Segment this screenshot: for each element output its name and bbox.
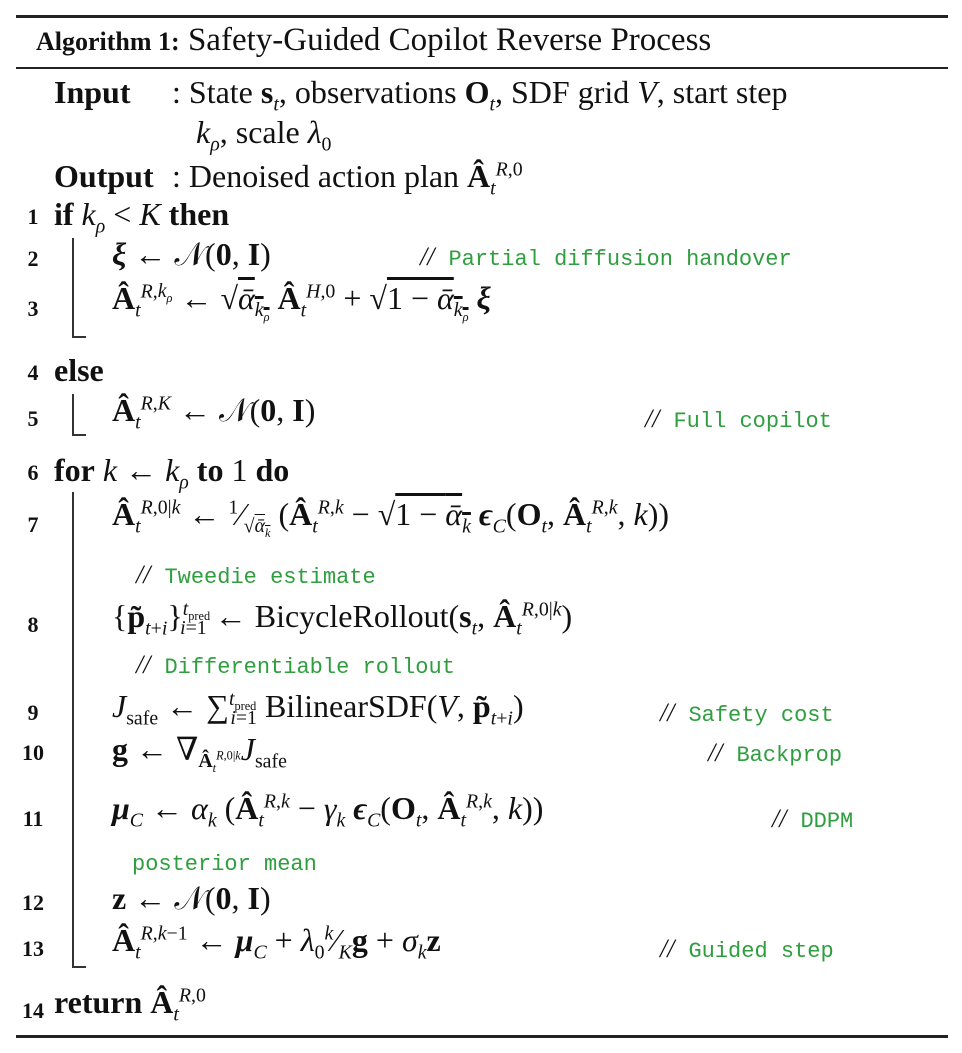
input-label: Input [54, 74, 131, 110]
line-10-code: g ← ∇ÂtR,0|kJsafe [112, 731, 287, 776]
input-text-1: : State st, observations Ot, SDF grid V,… [172, 74, 788, 116]
if-block-bar [72, 238, 74, 338]
line-2-comment: //Partial diffusion handover [420, 242, 792, 272]
line-number-7: 7 [27, 512, 39, 537]
for-block-foot [72, 966, 86, 968]
line-6-code: for k ← kρ to 1 do [54, 452, 290, 494]
algorithm-label: Algorithm 1: [36, 27, 180, 56]
line-number-4: 4 [27, 360, 39, 385]
line-11-code: μC ← αk (ÂtR,k − γk ϵC(Ot, ÂtR,k, k)) [112, 790, 544, 832]
line-number-5: 5 [27, 406, 39, 431]
title-rule [16, 67, 948, 69]
line-number-3: 3 [27, 296, 39, 321]
line-number-14: 14 [22, 998, 44, 1023]
algorithm-name: Safety-Guided Copilot Reverse Process [187, 22, 712, 58]
input-row: Input [54, 74, 131, 111]
line-number-10: 10 [22, 740, 44, 765]
line-1-code: if kρ < K then [54, 196, 230, 238]
top-rule [16, 15, 948, 18]
line-12-code: z ← 𝒩(0, I) [112, 880, 271, 916]
line-13-code: ÂtR,k−1 ← μC + λ0k⁄Kg + σkz [112, 922, 441, 964]
line-number-9: 9 [27, 700, 39, 725]
output-text: : Denoised action plan ÂtR,0 [172, 158, 523, 200]
line-8-comment: //Differentiable rollout [136, 650, 455, 680]
line-number-8: 8 [27, 612, 39, 637]
line-9-code: Jsafe ← ∑tpredi=1 BilinearSDF(V, p̃t+i) [112, 688, 524, 730]
else-block-bar [72, 394, 74, 436]
line-10-comment: //Backprop [708, 738, 843, 768]
algorithm-title: Algorithm 1: Safety-Guided Copilot Rever… [36, 22, 711, 59]
line-number-2: 2 [27, 246, 39, 271]
line-5-code: ÂtR,K ← 𝒩(0, I) [112, 392, 316, 434]
output-label: Output [54, 158, 154, 194]
line-11-comment-cont: posterior mean [132, 852, 317, 877]
output-row: Output [54, 158, 154, 195]
line-5-comment: //Full copilot [645, 404, 832, 434]
line-14-code: return ÂtR,0 [54, 984, 206, 1026]
line-11-comment: //DDPM [772, 804, 854, 834]
line-number-13: 13 [22, 936, 44, 961]
line-7-comment: //Tweedie estimate [136, 560, 376, 590]
line-4-code: else [54, 352, 104, 388]
line-number-1: 1 [27, 204, 39, 229]
for-block-bar [72, 492, 74, 968]
line-number-6: 6 [27, 460, 39, 485]
line-3-code: ÂtR,kρ ← √ᾱkρ ÂtH,0 + √1 − ᾱkρ ξ [112, 280, 491, 325]
else-block-foot [72, 434, 86, 436]
line-number-11: 11 [22, 806, 44, 831]
input-text-2: kρ, scale λ0 [196, 114, 332, 156]
if-block-foot [72, 336, 86, 338]
line-13-comment: //Guided step [660, 934, 834, 964]
line-8-code: {p̃t+i}tpredi=1 ← BicycleRollout(st, ÂtR… [112, 598, 573, 640]
bottom-rule [16, 1035, 948, 1038]
line-7-code: ÂtR,0|k ← 1⁄√ᾱk (ÂtR,k − √1 − ᾱk ϵC(Ot, … [112, 496, 670, 541]
line-2-code: ξ ← 𝒩(0, I) [112, 236, 271, 272]
line-9-comment: //Safety cost [660, 698, 834, 728]
line-number-12: 12 [22, 890, 44, 915]
